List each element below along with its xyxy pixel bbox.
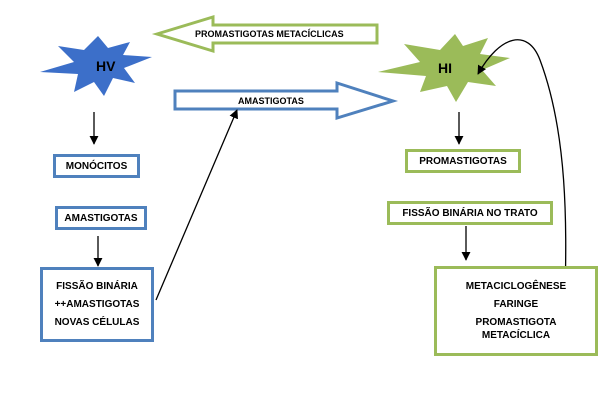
meta-to-hi-curve [477, 39, 567, 306]
metaciclogenese-box: METACICLOGÊNESE FARINGE PROMASTIGOTA MET… [434, 266, 598, 356]
hi-star [378, 34, 510, 102]
hv-star [40, 36, 152, 96]
novas-celulas-text: NOVAS CÉLULAS [54, 316, 140, 328]
amastigotas-text: AMASTIGOTAS [64, 212, 138, 224]
fissao-to-arrow-line [155, 109, 238, 301]
promastigotas-text: PROMASTIGOTAS [419, 155, 507, 167]
amastigotas-arrow-label: AMASTIGOTAS [238, 96, 304, 106]
promastigota-metaciclica-text: PROMASTIGOTA METACÍCLICA [475, 317, 557, 342]
mais-amastigotas-text: ++AMASTIGOTAS [54, 298, 140, 310]
promastigotas-metaciclicas-arrow [151, 14, 379, 54]
fissao-binaria-box: FISSÃO BINÁRIA ++AMASTIGOTAS NOVAS CÉLUL… [40, 267, 154, 342]
fissao-trato-box: FISSÃO BINÁRIA NO TRATO [387, 201, 553, 225]
amastigotas-box: AMASTIGOTAS [55, 206, 147, 230]
fissao-binaria-text: FISSÃO BINÁRIA [56, 281, 138, 293]
monocitos-box: MONÓCITOS [53, 154, 140, 178]
monocitos-text: MONÓCITOS [65, 160, 128, 172]
fissao-trato-text: FISSÃO BINÁRIA NO TRATO [402, 207, 538, 219]
promastigotas-box: PROMASTIGOTAS [405, 149, 521, 173]
hv-label: HV [96, 58, 116, 74]
promastigotas-metaciclicas-label: PROMASTIGOTAS METACÍCLICAS [195, 29, 344, 39]
hi-label: HI [438, 60, 452, 76]
amastigotas-arrow [173, 80, 399, 121]
metaciclogenese-text: METACICLOGÊNESE [465, 280, 567, 292]
faringe-text: FARINGE [493, 298, 539, 310]
